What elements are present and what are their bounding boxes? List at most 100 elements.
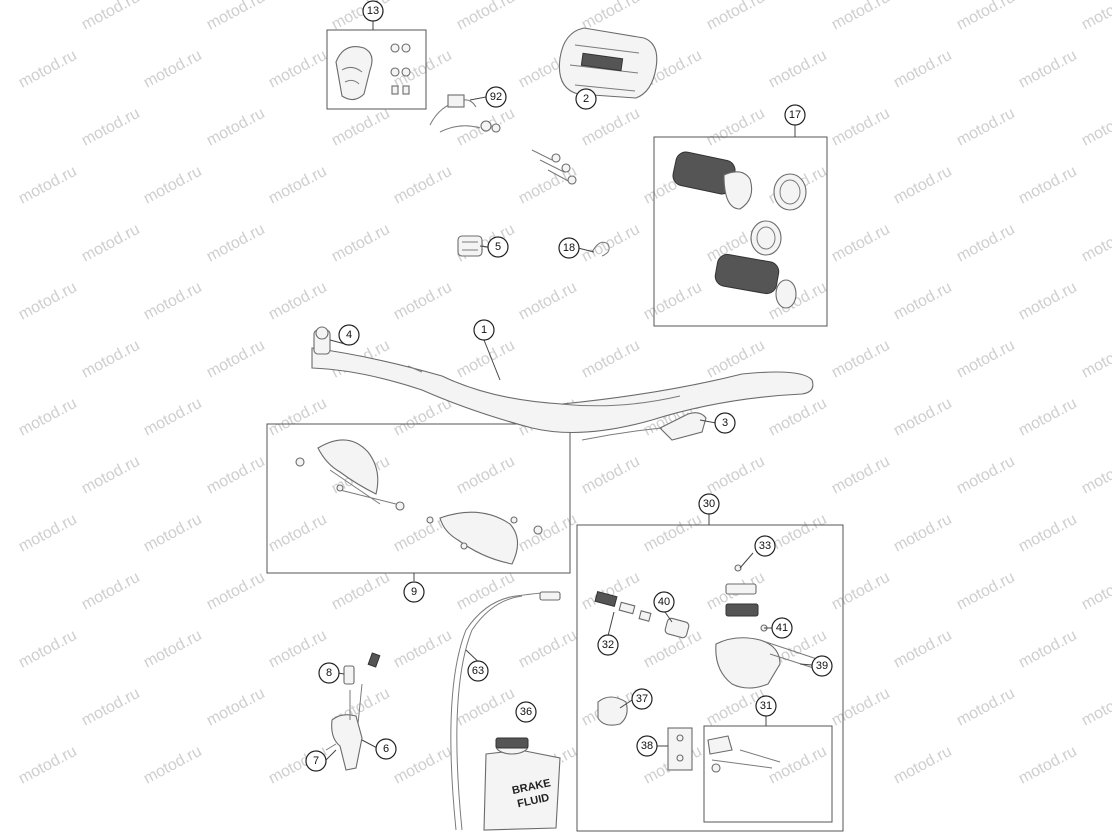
watermark-text: motod.ru bbox=[891, 163, 955, 208]
part-92-wiring bbox=[429, 94, 501, 133]
watermark-text: motod.ru bbox=[1016, 743, 1080, 788]
callout-63[interactable]: 63 bbox=[467, 660, 489, 682]
callout-18-label: 18 bbox=[563, 242, 575, 254]
callout-36[interactable]: 36 bbox=[515, 701, 537, 723]
group-box-9 bbox=[266, 423, 571, 574]
callout-33-label: 33 bbox=[759, 540, 771, 552]
watermark-text: motod.ru bbox=[829, 685, 893, 730]
watermark-text: motod.ru bbox=[266, 395, 330, 440]
callout-3-label: 3 bbox=[722, 417, 728, 429]
watermark-text: motod.ru bbox=[1079, 105, 1112, 150]
callout-4[interactable]: 4 bbox=[338, 324, 360, 346]
callout-7[interactable]: 7 bbox=[305, 750, 327, 772]
callout-3[interactable]: 3 bbox=[714, 412, 736, 434]
watermark-text: motod.ru bbox=[766, 395, 830, 440]
watermark-text: motod.ru bbox=[579, 105, 643, 150]
watermark-text: motod.ru bbox=[954, 221, 1018, 266]
watermark-text: motod.ru bbox=[391, 395, 455, 440]
callout-8-label: 8 bbox=[326, 667, 332, 679]
group-box-13 bbox=[326, 29, 427, 110]
watermark-text: motod.ru bbox=[79, 453, 143, 498]
watermark-text: motod.ru bbox=[579, 453, 643, 498]
watermark-text: motod.ru bbox=[704, 453, 768, 498]
watermark-text: motod.ru bbox=[141, 163, 205, 208]
watermark-text: motod.ru bbox=[266, 627, 330, 672]
group-box-17 bbox=[653, 136, 828, 327]
part-5-bushing bbox=[457, 235, 483, 257]
watermark-text: motod.ru bbox=[954, 0, 1018, 34]
watermark-text: motod.ru bbox=[204, 0, 268, 34]
callout-7-label: 7 bbox=[313, 755, 319, 767]
watermark-text: motod.ru bbox=[516, 627, 580, 672]
callout-1[interactable]: 1 bbox=[473, 319, 495, 341]
part-screws-group bbox=[531, 149, 577, 185]
part-2-handlebar-pad bbox=[558, 27, 658, 99]
callout-33[interactable]: 33 bbox=[754, 535, 776, 557]
watermark-text: motod.ru bbox=[829, 221, 893, 266]
watermark-text: motod.ru bbox=[141, 47, 205, 92]
part-17-grips bbox=[672, 151, 807, 309]
watermark-text: motod.ru bbox=[891, 743, 955, 788]
watermark-text: motod.ru bbox=[141, 395, 205, 440]
watermark-text: motod.ru bbox=[329, 569, 393, 614]
watermark-text: motod.ru bbox=[266, 47, 330, 92]
watermark-text: motod.ru bbox=[16, 511, 80, 556]
watermark-text: motod.ru bbox=[579, 221, 643, 266]
watermark-text: motod.ru bbox=[16, 47, 80, 92]
callout-13[interactable]: 13 bbox=[362, 0, 384, 22]
watermark-text: motod.ru bbox=[204, 105, 268, 150]
watermark-text: motod.ru bbox=[1079, 685, 1112, 730]
watermark-text: motod.ru bbox=[391, 627, 455, 672]
part-9-handguards bbox=[295, 439, 543, 565]
callout-31[interactable]: 31 bbox=[755, 695, 777, 717]
callout-2-label: 2 bbox=[583, 93, 589, 105]
callout-40[interactable]: 40 bbox=[653, 591, 675, 613]
watermark-text: motod.ru bbox=[329, 0, 393, 34]
callout-2[interactable]: 2 bbox=[575, 88, 597, 110]
watermark-text: motod.ru bbox=[391, 47, 455, 92]
callout-4-label: 4 bbox=[346, 329, 352, 341]
watermark-text: motod.ru bbox=[79, 685, 143, 730]
callout-18[interactable]: 18 bbox=[558, 237, 580, 259]
callout-32[interactable]: 32 bbox=[597, 634, 619, 656]
watermark-text: motod.ru bbox=[329, 105, 393, 150]
watermark-text: motod.ru bbox=[954, 685, 1018, 730]
watermark-text: motod.ru bbox=[829, 337, 893, 382]
part-63-hose bbox=[450, 591, 561, 831]
callout-30-label: 30 bbox=[703, 498, 715, 510]
watermark-text: motod.ru bbox=[954, 569, 1018, 614]
watermark-text: motod.ru bbox=[704, 0, 768, 34]
callout-39-label: 39 bbox=[816, 660, 828, 672]
watermark-text: motod.ru bbox=[891, 511, 955, 556]
callout-5-label: 5 bbox=[495, 241, 501, 253]
callout-17[interactable]: 17 bbox=[784, 104, 806, 126]
callout-5[interactable]: 5 bbox=[487, 236, 509, 258]
callout-17-label: 17 bbox=[789, 109, 801, 121]
watermark-text: motod.ru bbox=[1079, 0, 1112, 34]
callout-8[interactable]: 8 bbox=[318, 662, 340, 684]
callout-40-label: 40 bbox=[658, 596, 670, 608]
watermark-text: motod.ru bbox=[204, 337, 268, 382]
callout-6[interactable]: 6 bbox=[375, 738, 397, 760]
watermark-text: motod.ru bbox=[329, 221, 393, 266]
callout-38[interactable]: 38 bbox=[636, 735, 658, 757]
callout-37-label: 37 bbox=[636, 693, 648, 705]
callout-41-label: 41 bbox=[776, 622, 788, 634]
group-box-31 bbox=[703, 725, 833, 823]
callout-92[interactable]: 92 bbox=[485, 86, 507, 108]
callout-41[interactable]: 41 bbox=[771, 617, 793, 639]
part-18-cable bbox=[591, 241, 610, 257]
watermark-text: motod.ru bbox=[1079, 569, 1112, 614]
callout-92-label: 92 bbox=[490, 91, 502, 103]
callout-39[interactable]: 39 bbox=[811, 655, 833, 677]
callout-37[interactable]: 37 bbox=[631, 688, 653, 710]
group-box-30 bbox=[576, 524, 844, 832]
callout-30[interactable]: 30 bbox=[698, 493, 720, 515]
watermark-text: motod.ru bbox=[16, 279, 80, 324]
watermark-text: motod.ru bbox=[954, 337, 1018, 382]
watermark-text: motod.ru bbox=[641, 511, 705, 556]
watermark-text: motod.ru bbox=[16, 743, 80, 788]
callout-9[interactable]: 9 bbox=[403, 581, 425, 603]
watermark-text: motod.ru bbox=[766, 511, 830, 556]
